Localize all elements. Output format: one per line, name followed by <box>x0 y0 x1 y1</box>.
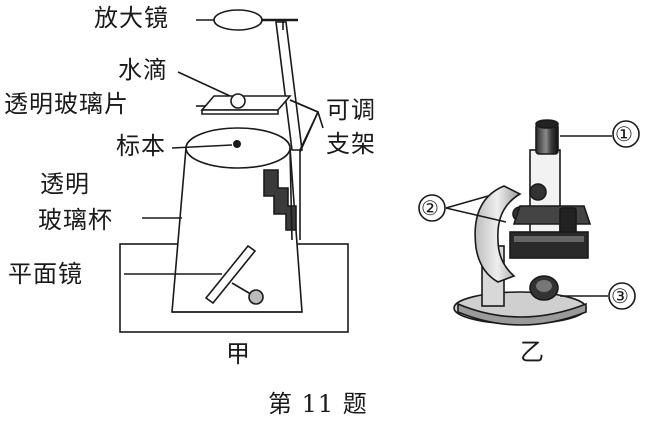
caption-figure-b: 乙 <box>520 338 545 366</box>
label-glass-cup-line1: 透明 <box>40 170 90 198</box>
adjustable-stand <box>263 21 303 241</box>
label-adjustable-stand-line1: 可调 <box>326 96 376 124</box>
marker-3-label: ③ <box>611 284 630 308</box>
leader-water-drop <box>177 71 231 97</box>
marker-3-circle <box>608 282 636 310</box>
marker-1-label: ① <box>615 122 634 146</box>
label-glass-cup-line2: 玻璃杯 <box>38 206 113 234</box>
leader-marker-2b <box>445 207 507 223</box>
microscope <box>453 119 592 326</box>
label-water-drop: 水滴 <box>118 56 168 84</box>
question-label: 第 11 题 <box>268 390 368 418</box>
leader-specimen <box>171 144 233 149</box>
marker-1-circle <box>612 120 640 148</box>
water-drop <box>230 93 246 109</box>
label-glass-slide: 透明玻璃片 <box>4 90 129 118</box>
marker-2-label: ② <box>421 196 440 220</box>
label-adjustable-stand-line2: 支架 <box>326 130 376 158</box>
caption-figure-a: 甲 <box>226 340 251 368</box>
label-specimen: 标本 <box>116 132 166 160</box>
glass-slide <box>200 93 292 115</box>
plane-mirror <box>204 244 264 305</box>
glass-cup-body <box>171 147 303 313</box>
specimen-dot <box>233 140 241 148</box>
label-plane-mirror: 平面镜 <box>8 260 83 288</box>
glass-cup-rim <box>185 127 291 169</box>
marker-2-circle <box>418 194 446 222</box>
leader-marker-2a <box>445 195 489 209</box>
label-magnifier: 放大镜 <box>94 4 169 32</box>
